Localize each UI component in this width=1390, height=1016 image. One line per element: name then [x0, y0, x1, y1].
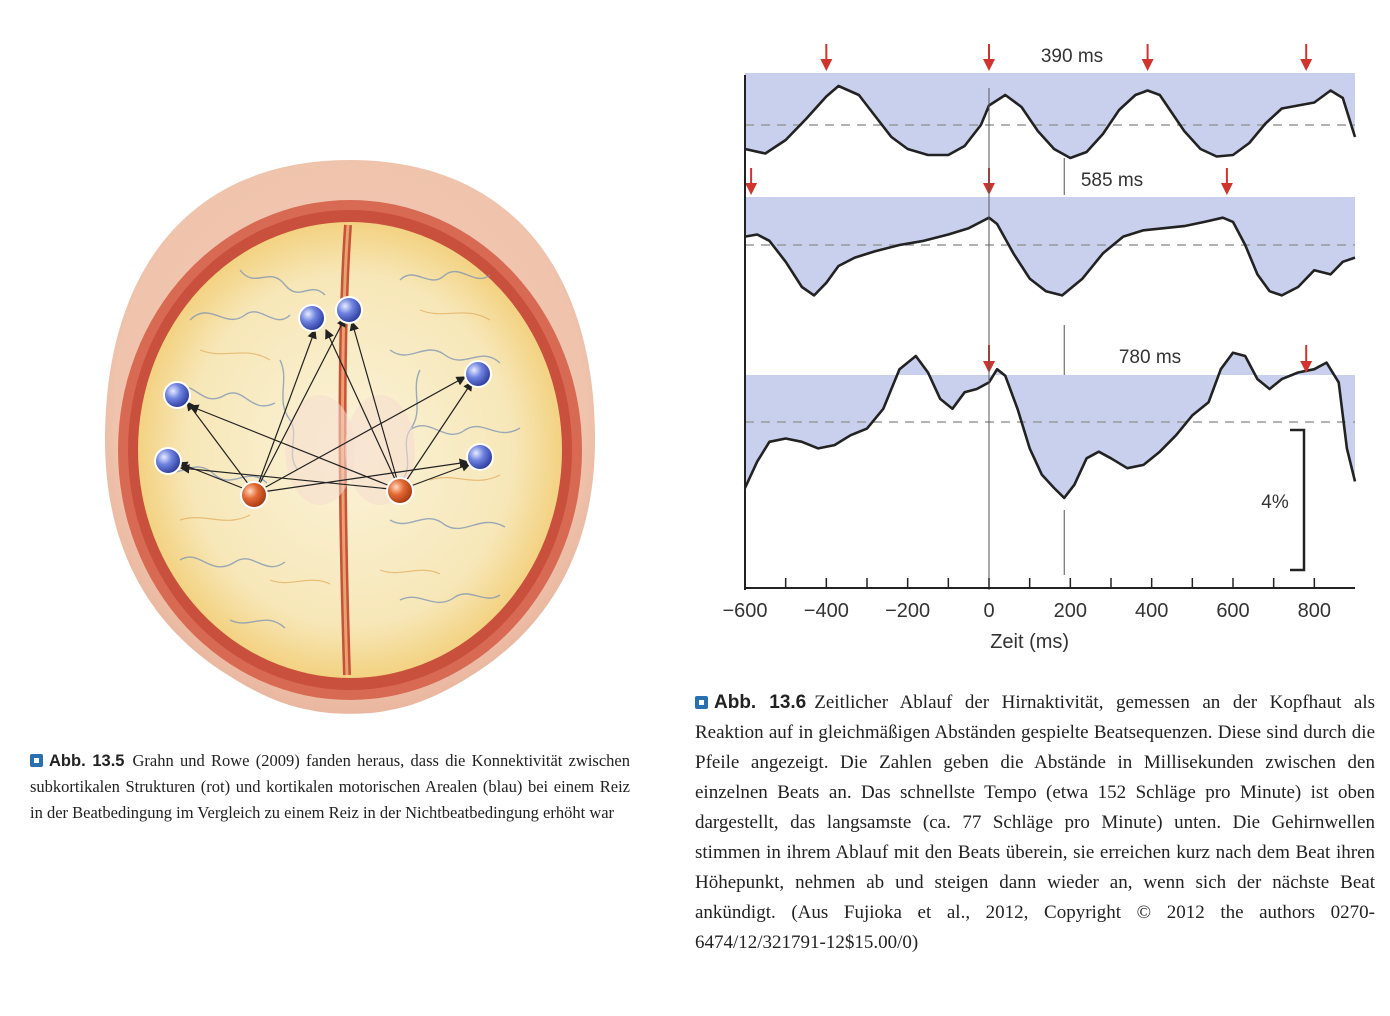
- beat-arrow-head: [820, 59, 833, 71]
- eeg-time-course-chart: 390 ms 585 ms 780 ms 4% −600 −400 −200 0 200 400 6…: [700, 30, 1380, 670]
- eeg-waveform-line: [744, 216, 1356, 297]
- interval-label: 585 ms: [1081, 170, 1143, 191]
- figure-marker-icon: [30, 754, 43, 767]
- cortical-node: [298, 304, 326, 332]
- x-tick-label: 800: [1298, 600, 1331, 622]
- connectivity-arrows: [177, 316, 473, 494]
- figure-label: Abb. 13.5: [49, 752, 125, 770]
- eeg-waveform-line: [744, 84, 1357, 160]
- eeg-waveform-line: [743, 351, 1357, 500]
- caption-text: Zeitlicher Ablauf der Hirnaktivität, gem…: [695, 692, 1375, 953]
- cortical-node: [163, 381, 191, 409]
- eeg-area-fill: [745, 73, 1355, 158]
- beat-arrow-head: [1141, 59, 1154, 71]
- interval-label: 390 ms: [1041, 46, 1103, 67]
- beat-arrow-head: [983, 59, 995, 71]
- scale-bar-label: 4%: [1261, 492, 1289, 513]
- interval-label: 780 ms: [1119, 347, 1181, 368]
- x-tick-label: −400: [804, 600, 849, 622]
- subcortical-node: [386, 477, 414, 505]
- eeg-area-fill: [745, 352, 1355, 498]
- cortical-node: [464, 360, 492, 388]
- figure-label: Abb. 13.6: [714, 692, 807, 713]
- caption-text: Grahn und Rowe (2009) fanden heraus, das…: [30, 751, 630, 822]
- beat-arrow-head: [1300, 361, 1313, 373]
- x-tick-label: −200: [885, 600, 930, 622]
- eeg-chart-svg: 390 ms 585 ms 780 ms 4% −600 −400 −200 0 200 400 6…: [722, 44, 1357, 653]
- subcortical-node: [240, 481, 268, 509]
- beat-arrow-head: [1220, 183, 1233, 195]
- cortical-node: [154, 447, 182, 475]
- scale-bar: [1290, 428, 1306, 572]
- brain-illustration: [105, 160, 595, 714]
- cortical-node: [466, 443, 494, 471]
- beat-arrow-head: [1300, 59, 1313, 71]
- beat-arrow-head: [745, 183, 758, 195]
- figure-marker-icon: [695, 696, 708, 709]
- x-tick-label: −600: [722, 600, 767, 622]
- brain-connectivity-figure: [90, 150, 610, 720]
- brain: [138, 222, 562, 678]
- x-tick-label: 200: [1054, 600, 1087, 622]
- x-tick-label: 0: [983, 600, 994, 622]
- cortical-node: [335, 296, 363, 324]
- x-tick-label: 400: [1135, 600, 1168, 622]
- x-axis-label: Zeit (ms): [990, 631, 1069, 653]
- x-tick-label: 600: [1216, 600, 1249, 622]
